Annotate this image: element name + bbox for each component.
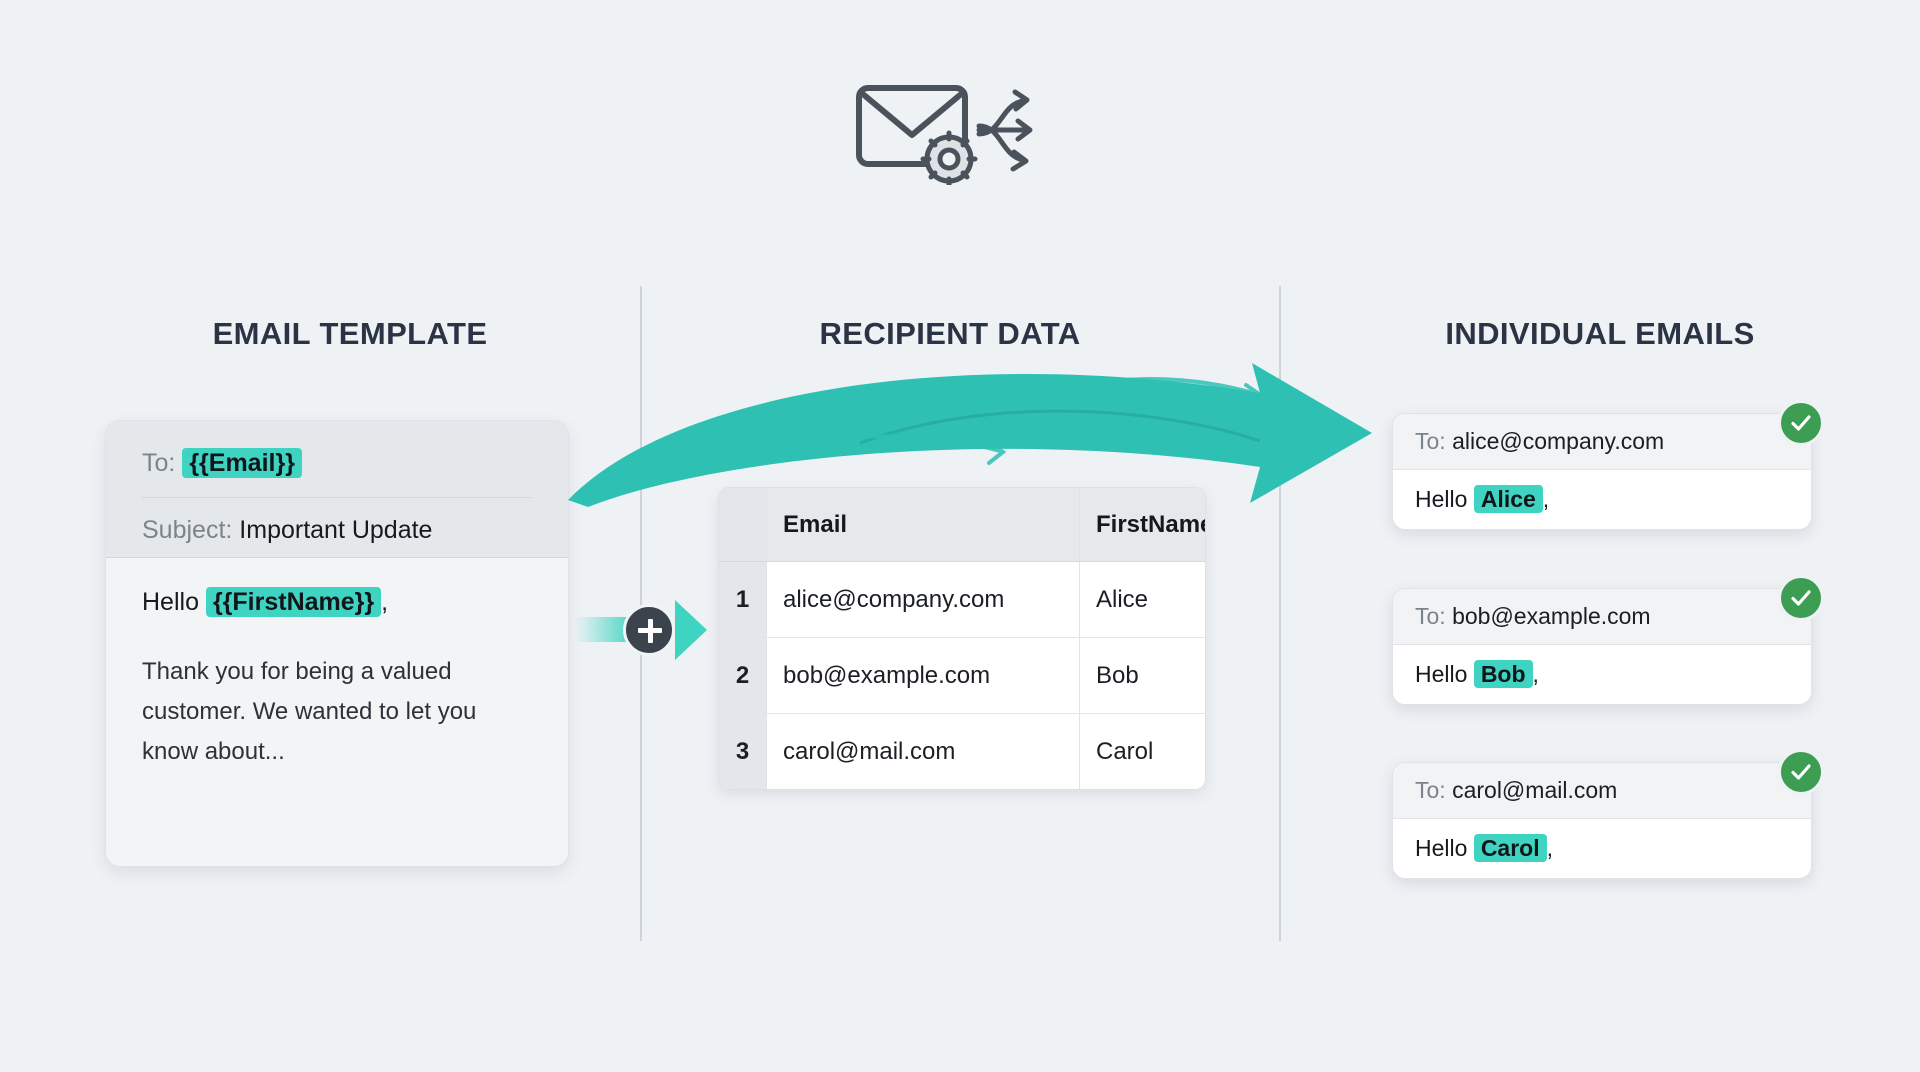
- email-template-card[interactable]: To: {{Email}} Subject: Important Update …: [105, 420, 569, 867]
- row-index: 3: [719, 713, 767, 789]
- template-to-label: To:: [142, 449, 176, 477]
- merge-connector: [575, 600, 707, 660]
- table-header-email: Email: [766, 488, 1080, 562]
- output-to-label: To:: [1415, 428, 1446, 454]
- template-to-row: To: {{Email}}: [142, 443, 532, 483]
- output-greeting-suffix: ,: [1542, 486, 1550, 512]
- check-circle-icon: [1778, 575, 1824, 621]
- cell-firstname: Carol: [1079, 713, 1205, 789]
- thin-arrow-right-icon: [1078, 377, 1266, 409]
- check-circle-icon: [1778, 749, 1824, 795]
- template-body: Hello {{FirstName}}, Thank you for being…: [106, 558, 568, 802]
- table-row[interactable]: 2 bob@example.com Bob: [719, 637, 1205, 714]
- column-divider-right: [1279, 286, 1281, 941]
- cell-firstname: Alice: [1079, 561, 1205, 638]
- output-greeting-suffix: ,: [1546, 835, 1553, 861]
- table-row[interactable]: 1 alice@company.com Alice: [719, 561, 1205, 638]
- output-email-card[interactable]: To: bob@example.com Hello Bob,: [1392, 588, 1812, 705]
- output-email-body: Hello Carol,: [1393, 819, 1811, 878]
- table-row[interactable]: 3 carol@mail.com Carol: [719, 713, 1205, 789]
- template-firstname-token: {{FirstName}}: [205, 587, 382, 617]
- cell-email: bob@example.com: [766, 637, 1080, 714]
- output-email-card[interactable]: To: alice@company.com Hello Alice,: [1392, 413, 1812, 530]
- template-header: To: {{Email}} Subject: Important Update: [106, 421, 568, 558]
- output-merged-name: Bob: [1473, 660, 1533, 688]
- thin-arrow-right-icon: [828, 434, 1007, 465]
- output-email-body: Hello Bob,: [1393, 645, 1811, 704]
- template-divider: [142, 497, 532, 498]
- cell-firstname: Bob: [1079, 637, 1205, 714]
- recipient-data-table[interactable]: Email FirstName 1 alice@company.com Alic…: [718, 487, 1206, 790]
- output-greeting-prefix: Hello: [1415, 661, 1468, 687]
- output-greeting-prefix: Hello: [1415, 835, 1468, 861]
- plus-icon: [623, 604, 675, 656]
- output-greeting-suffix: ,: [1532, 661, 1539, 687]
- template-greeting-prefix: Hello: [142, 588, 199, 616]
- output-email-header: To: carol@mail.com: [1393, 763, 1811, 819]
- template-body-text: Thank you for being a valued customer. W…: [142, 658, 477, 765]
- output-to-value: carol@mail.com: [1452, 777, 1618, 803]
- output-email-body: Hello Alice,: [1393, 470, 1811, 529]
- template-subject-label: Subject:: [142, 516, 233, 544]
- triangle-right-icon: [675, 600, 707, 660]
- output-to-value: bob@example.com: [1452, 603, 1651, 629]
- output-email-header: To: alice@company.com: [1393, 414, 1811, 470]
- table-header-row: Email FirstName: [719, 488, 1205, 562]
- table-index-header: [719, 488, 767, 562]
- table-header-firstname: FirstName: [1079, 488, 1205, 562]
- column-title-recipient-data: RECIPIENT DATA: [819, 316, 1081, 351]
- output-to-value: alice@company.com: [1452, 428, 1665, 454]
- template-greeting: Hello {{FirstName}},: [142, 587, 532, 617]
- output-merged-name: Carol: [1473, 834, 1547, 862]
- row-index: 1: [719, 561, 767, 638]
- template-email-token: {{Email}}: [182, 448, 302, 478]
- output-merged-name: Alice: [1473, 485, 1543, 513]
- template-greeting-suffix: ,: [381, 588, 389, 616]
- column-title-email-template: EMAIL TEMPLATE: [212, 316, 488, 351]
- cell-email: carol@mail.com: [766, 713, 1080, 789]
- row-index: 2: [719, 637, 767, 714]
- template-subject-value: Important Update: [239, 516, 433, 544]
- column-title-individual-emails: INDIVIDUAL EMAILS: [1445, 316, 1755, 351]
- output-to-label: To:: [1415, 603, 1446, 629]
- template-subject-row: Subject: Important Update: [142, 510, 532, 550]
- check-circle-icon: [1778, 400, 1824, 446]
- output-email-card[interactable]: To: carol@mail.com Hello Carol,: [1392, 762, 1812, 879]
- output-greeting-prefix: Hello: [1415, 486, 1468, 512]
- output-to-label: To:: [1415, 777, 1446, 803]
- cell-email: alice@company.com: [766, 561, 1080, 638]
- envelope-gear-distribute-icon: [855, 75, 1055, 188]
- output-email-header: To: bob@example.com: [1393, 589, 1811, 645]
